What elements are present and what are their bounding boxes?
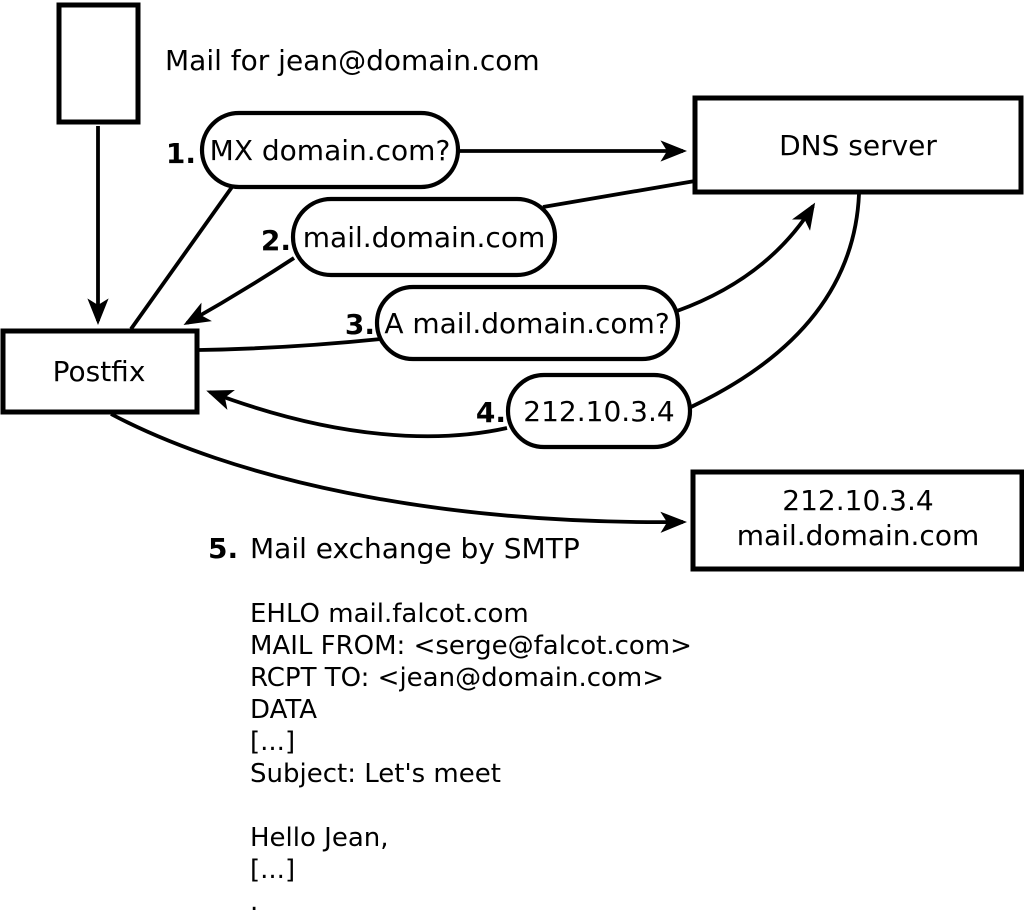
smtp-line: RCPT TO: <jean@domain.com> — [250, 663, 664, 693]
smtp-line: Subject: Let's meet — [250, 759, 501, 789]
step4-number: 4. — [476, 396, 506, 429]
step4-response-pill — [505, 372, 693, 450]
smtp-line: EHLO mail.falcot.com — [250, 599, 529, 629]
arrow-pill4-to-postfix — [206, 390, 508, 439]
destination-node — [690, 469, 1024, 572]
smtp-line: MAIL FROM: <serge@falcot.com> — [250, 631, 692, 661]
step3-number: 3. — [345, 308, 375, 341]
step2-number: 2. — [261, 224, 291, 257]
step1-query-pill — [199, 110, 461, 190]
smtp-line: [...] — [250, 727, 295, 757]
smtp-line: Hello Jean, — [250, 823, 389, 853]
destination-ip-label: 212.10.3.4 — [782, 484, 933, 517]
step3-query-pill — [374, 284, 681, 362]
connector-dns-to-pill2 — [542, 179, 696, 209]
dns-server-label: DNS server — [779, 129, 937, 162]
smtp-transcript: EHLO mail.falcot.com MAIL FROM: <serge@f… — [250, 599, 692, 917]
step1-number: 1. — [166, 137, 196, 170]
destination-host-label: mail.domain.com — [737, 519, 979, 552]
step5-number: 5. — [208, 532, 238, 565]
connector-postfix-to-pill1 — [129, 185, 234, 331]
smtp-line: [...] — [250, 855, 295, 885]
connector-postfix-to-pill3 — [198, 337, 382, 352]
dns-server-node — [692, 95, 1024, 195]
arrow-postfix-to-destination — [110, 412, 687, 533]
step1-query-label: MX domain.com? — [210, 134, 451, 167]
step2-response-label: mail.domain.com — [303, 221, 545, 254]
envelope-icon — [56, 2, 141, 125]
postfix-node — [0, 328, 200, 415]
arrow-pill3-to-dns — [676, 202, 816, 313]
smtp-line: . — [250, 887, 258, 917]
step2-response-pill — [290, 196, 558, 278]
step3-query-label: A mail.domain.com? — [384, 307, 669, 340]
postfix-node-label: Postfix — [53, 355, 146, 388]
mail-title: Mail for jean@domain.com — [165, 44, 540, 77]
step5-label: Mail exchange by SMTP — [250, 532, 580, 565]
step4-response-label: 212.10.3.4 — [523, 395, 674, 428]
smtp-line: DATA — [250, 695, 317, 725]
connector-dns-to-pill4 — [690, 193, 861, 409]
arrow-pill2-to-postfix — [183, 256, 296, 325]
